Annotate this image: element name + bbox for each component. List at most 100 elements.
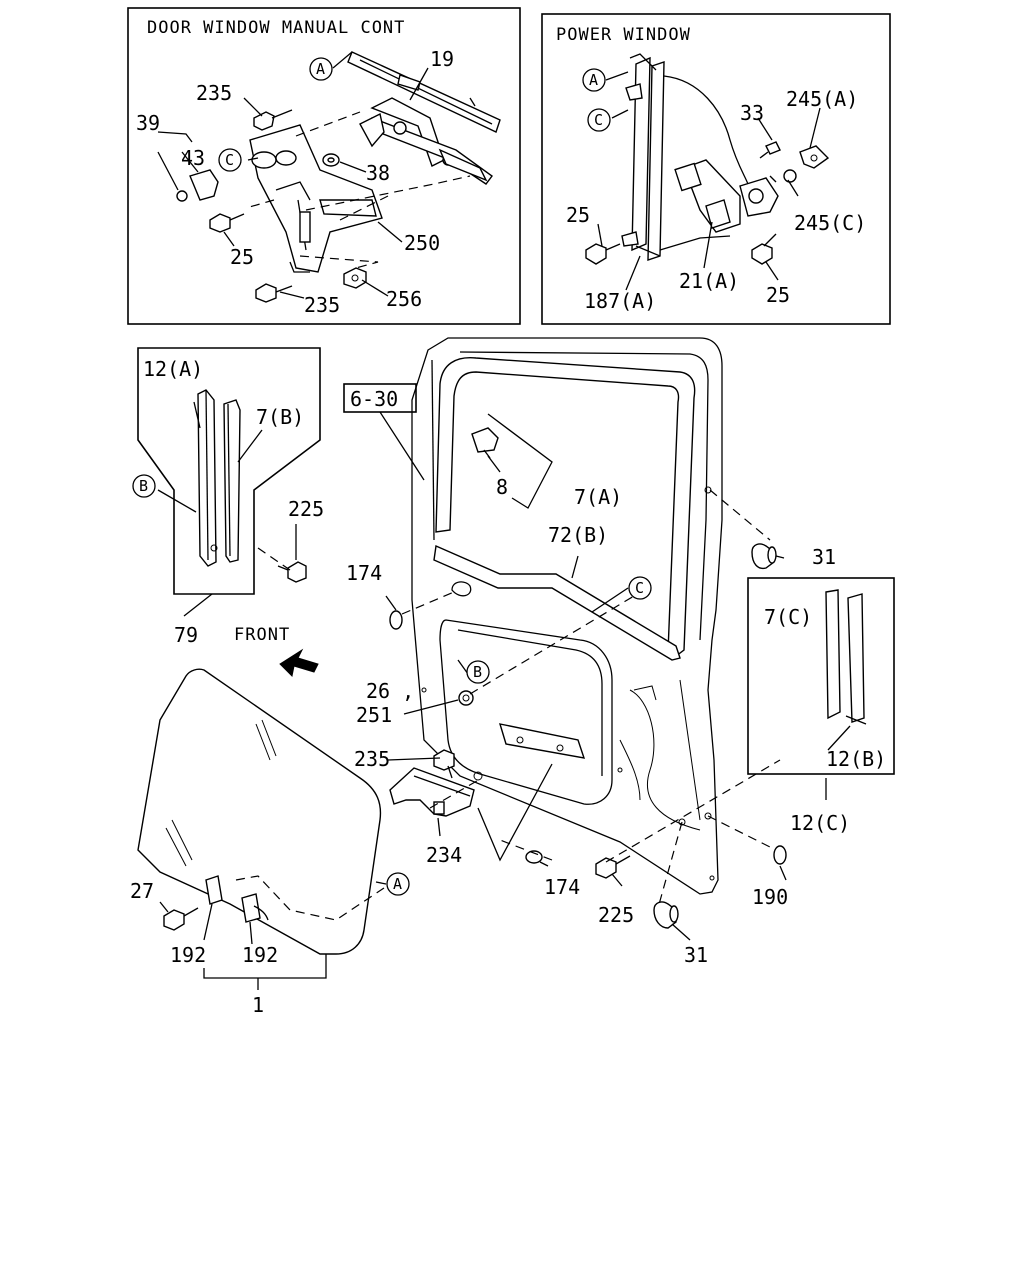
callout-31-upper: 31	[812, 545, 836, 569]
ref-circle-c-manual	[218, 148, 242, 172]
callout-25-power-right: 25	[766, 283, 790, 307]
clip-8	[471, 427, 499, 459]
callout-7b: 7(B)	[256, 405, 304, 429]
callout-25-manual: 25	[230, 245, 254, 269]
nut-256	[343, 267, 367, 289]
callout-174-upper: 174	[346, 561, 382, 585]
glass-bracket-192-left	[205, 875, 223, 905]
callout-39: 39	[136, 111, 160, 135]
callout-245a: 245(A)	[786, 87, 858, 111]
glass-bracket-192-right	[241, 893, 269, 923]
door-panel	[411, 337, 723, 895]
power-window-title: POWER WINDOW	[556, 25, 691, 45]
callout-38: 38	[366, 161, 390, 185]
callout-26: 26 ,	[366, 679, 414, 703]
callout-33: 33	[740, 101, 764, 125]
ref-circle-a-power-label: A	[589, 71, 598, 89]
bolt-27	[163, 907, 199, 931]
ref-circle-a-main	[386, 872, 410, 896]
callout-190: 190	[752, 885, 788, 909]
callout-12b: 12(B)	[826, 747, 886, 771]
callout-250: 250	[404, 231, 440, 255]
channel-box-left	[137, 347, 321, 595]
callout-21a: 21(A)	[679, 269, 739, 293]
callout-192-left: 192	[170, 943, 206, 967]
bracket-234	[389, 767, 475, 817]
callout-225-upper: 225	[288, 497, 324, 521]
regulator-arms	[359, 97, 493, 185]
callout-27: 27	[130, 879, 154, 903]
regulator-rail	[347, 51, 501, 133]
callout-234: 234	[426, 843, 462, 867]
callout-72b: 72(B)	[548, 523, 608, 547]
callout-235-bottom: 235	[304, 293, 340, 317]
window-seal-7a	[435, 357, 696, 657]
callout-7c: 7(C)	[764, 605, 812, 629]
ref-circle-b-main-label: B	[473, 663, 482, 681]
ref-circle-a-power	[582, 68, 606, 92]
callout-187a: 187(A)	[584, 289, 656, 313]
bolt-25-power-right	[751, 233, 777, 265]
bumper-31-upper	[751, 543, 777, 570]
ref-circle-b-left	[132, 474, 156, 498]
callout-235-top: 235	[196, 81, 232, 105]
ref-circle-c-main	[628, 576, 652, 600]
channel-box-right	[747, 577, 895, 775]
door-glass	[137, 668, 382, 955]
ref-circle-a-manual	[309, 57, 333, 81]
callout-19: 19	[430, 47, 454, 71]
ref-circle-b-left-label: B	[139, 477, 148, 495]
window-motor	[674, 159, 779, 233]
callout-79: 79	[174, 623, 198, 647]
callout-245c: 245(C)	[794, 211, 866, 235]
callout-1: 1	[252, 993, 264, 1017]
ref-circle-c-main-label: C	[635, 579, 644, 597]
manual-control-frame	[127, 7, 521, 325]
callout-12a: 12(A)	[143, 357, 203, 381]
ref-circle-c-power	[587, 108, 611, 132]
power-regulator-rails	[621, 53, 751, 261]
bolt-25-manual	[209, 213, 245, 233]
callout-7a: 7(A)	[574, 485, 622, 509]
front-arrow	[279, 648, 319, 678]
plug-190	[773, 845, 787, 865]
manual-mechanism	[249, 124, 383, 273]
bolt-225-lower	[595, 855, 631, 879]
callout-192-right: 192	[242, 943, 278, 967]
ref-circle-a-main-label: A	[393, 875, 402, 893]
screw-33	[759, 141, 781, 159]
bolt-25-power-left	[585, 243, 621, 265]
callout-251: 251	[356, 703, 392, 727]
nut-251	[458, 690, 474, 706]
callout-12c: 12(C)	[790, 811, 850, 835]
bumper-31-lower	[653, 901, 679, 929]
power-window-frame	[541, 13, 891, 325]
ref-circle-a-manual-label: A	[316, 60, 325, 78]
bolt-225-upper	[277, 561, 307, 583]
callout-225-lower: 225	[598, 903, 634, 927]
belt-molding-72b	[433, 544, 681, 661]
manual-control-title: DOOR WINDOW MANUAL CONT	[147, 18, 405, 38]
bolt-235-bottom	[255, 283, 293, 303]
callout-174-lower: 174	[544, 875, 580, 899]
ref-box-frame	[343, 383, 417, 413]
bolt-235-top	[253, 109, 293, 131]
power-window-panel: POWER WINDOW	[541, 13, 891, 325]
callout-8: 8	[496, 475, 508, 499]
ref-circle-c-power-label: C	[594, 111, 603, 129]
bolt-235-lower	[433, 749, 455, 779]
callout-31-lower: 31	[684, 943, 708, 967]
callout-235-main: 235	[354, 747, 390, 771]
nut-245c	[783, 169, 797, 183]
manual-control-panel: DOOR WINDOW MANUAL CONT	[127, 7, 521, 325]
ref-circle-c-manual-label: C	[225, 151, 234, 169]
washer-38	[322, 153, 340, 167]
front-label: FRONT	[234, 625, 290, 645]
callout-256: 256	[386, 287, 422, 311]
callout-25-power-left: 25	[566, 203, 590, 227]
handle-39-43	[176, 169, 219, 202]
ref-box-label: 6-30	[350, 387, 398, 411]
clip-245a	[799, 145, 830, 169]
callout-43: 43	[181, 146, 205, 170]
